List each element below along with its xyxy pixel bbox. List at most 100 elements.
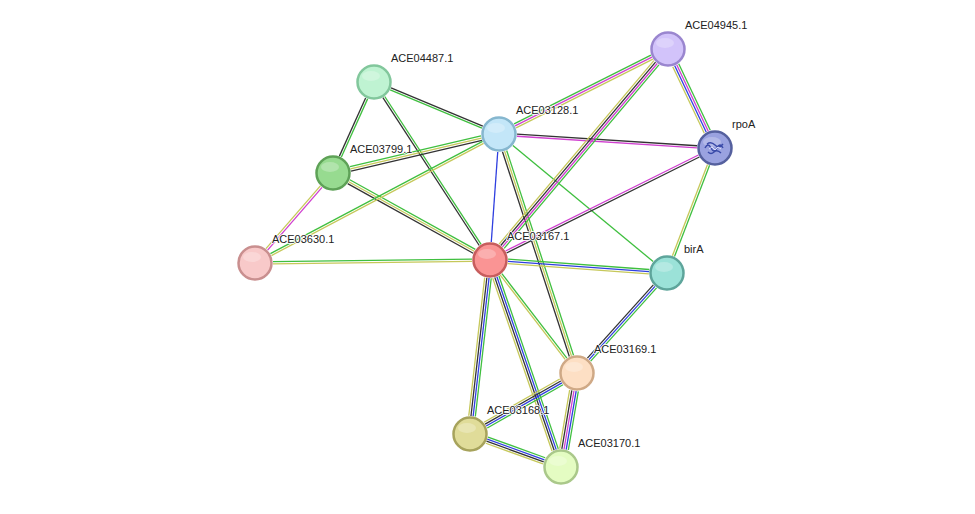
protein-label: birA bbox=[684, 243, 704, 256]
node-disc bbox=[699, 132, 732, 165]
evidence-line bbox=[350, 136, 481, 167]
node-disc bbox=[483, 118, 516, 151]
evidence-line bbox=[390, 90, 482, 128]
evidence-line bbox=[562, 390, 572, 449]
evidence-line bbox=[674, 165, 709, 256]
interaction-edge bbox=[486, 437, 545, 464]
node-disc bbox=[651, 257, 684, 290]
evidence-line bbox=[507, 157, 700, 253]
evidence-line bbox=[507, 150, 574, 355]
evidence-line bbox=[273, 261, 472, 264]
node-circle bbox=[697, 130, 733, 166]
interaction-edge bbox=[673, 64, 711, 133]
interaction-edge bbox=[506, 155, 700, 253]
evidence-line bbox=[517, 134, 697, 146]
protein-label: ACE03128.1 bbox=[516, 104, 578, 117]
interaction-edge bbox=[514, 55, 653, 128]
node-disc bbox=[474, 244, 507, 277]
protein-node: ACE03128.1 bbox=[481, 116, 517, 152]
evidence-line bbox=[391, 88, 483, 126]
evidence-line bbox=[348, 184, 474, 254]
interaction-edge bbox=[270, 141, 483, 255]
node-disc bbox=[652, 33, 685, 66]
interaction-edge bbox=[672, 164, 709, 256]
evidence-line bbox=[506, 155, 699, 251]
node-gloss bbox=[478, 249, 496, 259]
protein-label: ACE03169.1 bbox=[594, 343, 656, 356]
interaction-edge bbox=[491, 152, 497, 242]
evidence-line bbox=[677, 65, 709, 131]
protein-node: ACE03168.1 bbox=[452, 416, 488, 452]
protein-label: ACE04945.1 bbox=[685, 19, 747, 32]
interaction-edge bbox=[350, 136, 482, 171]
node-circle bbox=[237, 245, 273, 281]
evidence-line bbox=[495, 277, 554, 450]
protein-node: ACE03170.1 bbox=[543, 449, 579, 485]
evidence-line bbox=[469, 278, 485, 416]
interaction-edge bbox=[499, 61, 659, 249]
interaction-edge bbox=[273, 259, 472, 264]
node-disc bbox=[454, 418, 487, 451]
protein-label: ACE03799.1 bbox=[350, 143, 412, 156]
node-gloss bbox=[655, 262, 673, 272]
node-disc bbox=[239, 247, 272, 280]
node-circle bbox=[356, 64, 392, 100]
evidence-line bbox=[504, 65, 659, 248]
evidence-line bbox=[270, 141, 482, 253]
protein-node: ACE04945.1 bbox=[650, 31, 686, 67]
evidence-line bbox=[471, 278, 487, 416]
structure-glyph bbox=[709, 147, 721, 150]
node-gloss bbox=[565, 362, 583, 372]
interaction-edge bbox=[560, 390, 579, 450]
evidence-line bbox=[673, 67, 705, 133]
protein-node: ACE03169.1 bbox=[559, 355, 595, 391]
node-circle bbox=[315, 155, 351, 191]
protein-label: ACE04487.1 bbox=[391, 52, 453, 65]
node-disc bbox=[545, 451, 578, 484]
evidence-line bbox=[514, 55, 651, 124]
node-circle bbox=[559, 355, 595, 391]
evidence-line bbox=[675, 66, 707, 132]
protein-label: ACE03167.1 bbox=[507, 230, 569, 243]
node-circle bbox=[649, 255, 685, 291]
evidence-line bbox=[500, 275, 565, 359]
interaction-edge bbox=[587, 285, 656, 361]
protein-label: ACE03630.1 bbox=[272, 233, 334, 246]
evidence-line bbox=[508, 264, 649, 274]
protein-label: ACE03170.1 bbox=[578, 437, 640, 450]
evidence-line bbox=[502, 274, 567, 358]
evidence-line bbox=[486, 383, 562, 426]
protein-label: ACE03168.1 bbox=[487, 404, 549, 417]
evidence-line bbox=[487, 441, 544, 462]
evidence-line bbox=[560, 390, 570, 449]
evidence-line bbox=[508, 259, 649, 269]
node-circle bbox=[452, 416, 488, 452]
evidence-line bbox=[564, 391, 574, 450]
evidence-line bbox=[473, 278, 489, 416]
protein-label: rpoA bbox=[732, 118, 755, 131]
evidence-line bbox=[591, 288, 657, 361]
node-circle bbox=[472, 242, 508, 278]
node-gloss bbox=[656, 38, 674, 48]
protein-node: ACE03630.1 bbox=[237, 245, 273, 281]
evidence-line bbox=[349, 182, 475, 252]
node-gloss bbox=[243, 252, 261, 262]
node-gloss bbox=[458, 423, 476, 433]
evidence-line bbox=[493, 278, 552, 451]
interaction-edge bbox=[508, 259, 649, 274]
evidence-line bbox=[487, 385, 563, 428]
evidence-line bbox=[271, 143, 483, 255]
node-circle bbox=[481, 116, 517, 152]
interaction-edge bbox=[493, 276, 559, 451]
node-disc bbox=[561, 357, 594, 390]
protein-node: ACE03799.1 bbox=[315, 155, 351, 191]
interaction-edge bbox=[517, 134, 697, 148]
node-gloss bbox=[549, 456, 567, 466]
node-gloss bbox=[362, 71, 380, 81]
evidence-line bbox=[475, 278, 491, 416]
evidence-line bbox=[499, 61, 654, 244]
evidence-line bbox=[486, 443, 543, 464]
node-disc bbox=[317, 157, 350, 190]
evidence-line bbox=[672, 164, 707, 255]
